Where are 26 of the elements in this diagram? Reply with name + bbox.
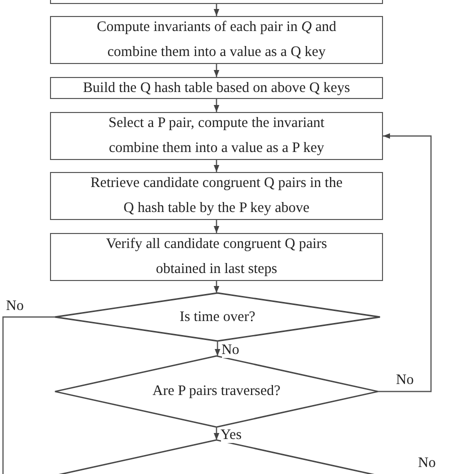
arrow: [214, 99, 220, 112]
process-box: [50, 233, 383, 281]
decision-diamond: [55, 356, 378, 427]
step-text: Compute invariants of each pair in Q and combine them into a value as a Q key: [96, 18, 338, 62]
edge-label: No: [396, 372, 414, 388]
arrow: [378, 133, 432, 392]
process-box: [50, 112, 383, 160]
edge-label: No: [222, 342, 240, 358]
process-box: [50, 77, 383, 99]
arrow: [214, 341, 220, 356]
edge-label: Yes: [220, 426, 242, 442]
decision-text: Is time over?: [180, 308, 256, 326]
process-box: [50, 172, 383, 220]
decision-text: Are P pairs traversed?: [152, 382, 280, 401]
step-text: Verify all candidate congruent Q pairs obtained in last steps: [104, 235, 328, 279]
arrow: [214, 4, 220, 16]
step-text: Retrieve candidate congruent Q pairs in the Q hash table by the P key above: [89, 174, 344, 218]
decision-diamond: [55, 293, 380, 341]
step-text: Build the Q hash table based on above Q keys: [83, 78, 350, 98]
arrow: [214, 64, 220, 77]
arrow: [214, 160, 220, 172]
step-text: Select a P pair, compute the invariant combine them into a value as a P key: [108, 114, 326, 158]
arrow: [214, 427, 220, 440]
process-box: [50, 16, 383, 64]
arrow: [214, 220, 220, 233]
arrow: [214, 281, 220, 293]
